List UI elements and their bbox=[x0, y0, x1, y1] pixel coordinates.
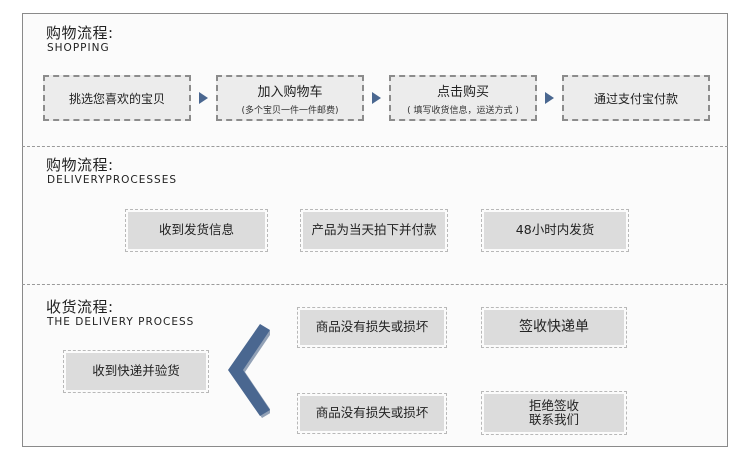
receiving-title: 收货流程: bbox=[46, 298, 114, 316]
shopping-step-cart: 加入购物车 (多个宝贝一件一件邮费) bbox=[216, 75, 364, 121]
step-label: 通过支付宝付款 bbox=[593, 91, 678, 106]
step-label: 加入购物车 bbox=[257, 84, 323, 100]
section-divider bbox=[22, 284, 728, 285]
receiving-bad-condition: 商品没有损失或损坏 bbox=[297, 393, 447, 434]
receiving-ok-action: 签收快递单 bbox=[481, 307, 627, 348]
shopping-step-buy: 点击购买 ( 填写收货信息，运送方式 ) bbox=[389, 75, 537, 121]
shopping-subtitle: SHOPPING bbox=[47, 42, 110, 54]
delivery-step-info: 收到发货信息 bbox=[125, 209, 268, 252]
bad-action-line1: 拒绝签收 bbox=[528, 397, 579, 413]
arrow-right-icon bbox=[199, 92, 208, 104]
delivery-title: 购物流程: bbox=[46, 156, 114, 174]
receiving-start: 收到快递并验货 bbox=[63, 350, 209, 393]
section-divider bbox=[22, 146, 728, 147]
step-label: 挑选您喜欢的宝贝 bbox=[68, 91, 165, 106]
step-note: ( 填写收货信息，运送方式 ) bbox=[407, 105, 519, 116]
delivery-step-ship: 48小时内发货 bbox=[481, 209, 629, 252]
delivery-subtitle: DELIVERYPROCESSES bbox=[47, 174, 178, 186]
step-note: (多个宝贝一件一件邮费) bbox=[241, 105, 339, 116]
chevron-left-icon bbox=[228, 324, 270, 418]
arrow-right-icon bbox=[545, 92, 554, 104]
delivery-step-paid: 产品为当天拍下并付款 bbox=[300, 209, 448, 252]
bad-action-line2: 联系我们 bbox=[528, 412, 579, 427]
shopping-title: 购物流程: bbox=[46, 24, 114, 42]
shopping-step-pay: 通过支付宝付款 bbox=[562, 75, 710, 121]
step-label: 点击购买 bbox=[436, 84, 489, 100]
receiving-bad-action: 拒绝签收 联系我们 bbox=[481, 391, 627, 435]
arrow-right-icon bbox=[372, 92, 381, 104]
receiving-subtitle: THE DELIVERY PROCESS bbox=[47, 316, 195, 328]
shopping-step-select: 挑选您喜欢的宝贝 bbox=[43, 75, 191, 121]
receiving-ok-condition: 商品没有损失或损坏 bbox=[297, 307, 447, 348]
